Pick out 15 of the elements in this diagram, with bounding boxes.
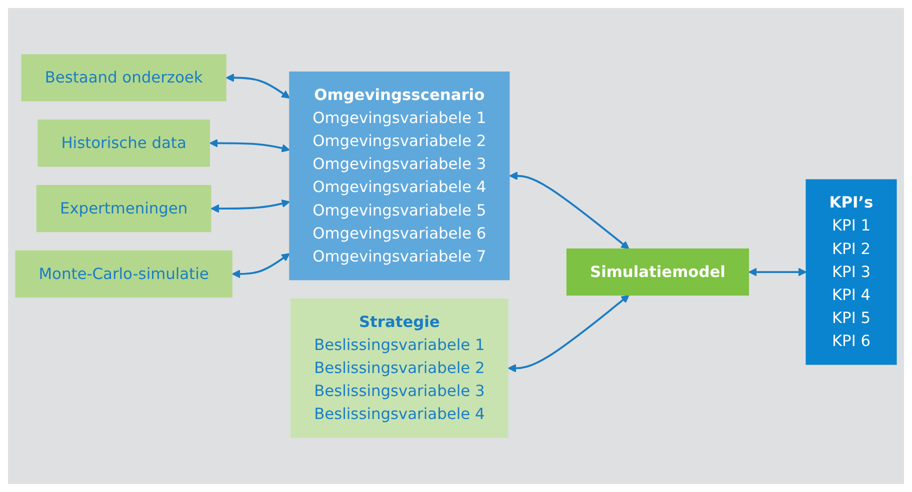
node-box: Historische data [38, 120, 210, 167]
arrow [209, 138, 290, 152]
arrow [509, 172, 630, 250]
arrow [508, 294, 630, 372]
node-box: Expertmeningen [36, 184, 212, 232]
arrow [226, 73, 290, 98]
node-box: Monte-Carlo-simulatie [15, 250, 232, 298]
node-box: Simulatiemodel [566, 248, 749, 296]
node-box: Omgevingsscenario Omgevingsvariabele 1 Omgevingsvariabele 2 Omgevingsvariabele 3 Omgevingsvariabele 4 Omgevingsvariabele 5 Omgevingsvariabele 6 Omgevingsvariabele 7 [289, 71, 510, 280]
node-box: KPI’s KPI 1 KPI 2 KPI 3 KPI 4 KPI 5 KPI 6 [806, 179, 897, 365]
node-box: Bestaand onderzoek [21, 54, 226, 102]
arrow [748, 268, 807, 276]
arrow [232, 253, 290, 278]
arrow [210, 199, 290, 213]
node-box: Strategie Beslissingsvariabele 1 Beslissingsvariabele 2 Beslissingsvariabele 3 Beslissingsvariabele 4 [290, 298, 508, 438]
